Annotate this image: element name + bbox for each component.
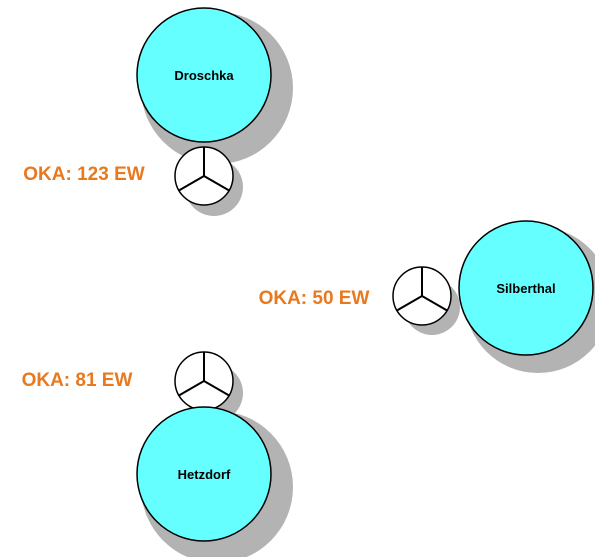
plant-silberthal: OKA: 50 EW — [259, 266, 460, 335]
town-label-droschka: Droschka — [174, 68, 234, 83]
treatment-plant-icon — [174, 146, 234, 206]
plant-spoke — [203, 380, 230, 397]
town-droschka: Droschka — [136, 7, 293, 164]
town-hetzdorf: Hetzdorf — [136, 406, 293, 557]
town-circle — [136, 7, 272, 143]
plant-spoke — [396, 295, 423, 312]
plant-droschka: OKA: 123 EW — [23, 146, 243, 216]
oka-label-droschka: OKA: 123 EW — [23, 164, 144, 185]
town-label-silberthal: Silberthal — [496, 281, 555, 296]
town-circle — [136, 406, 272, 542]
oka-label-silberthal: OKA: 50 EW — [259, 288, 370, 309]
plant-spoke — [203, 175, 230, 192]
oka-label-hetzdorf: OKA: 81 EW — [22, 370, 133, 391]
town-silberthal: Silberthal — [458, 220, 595, 373]
plant-spoke — [178, 380, 205, 397]
plant-spoke — [421, 295, 448, 312]
treatment-plant-icon — [392, 266, 452, 326]
plant-hetzdorf: OKA: 81 EW — [22, 351, 243, 422]
treatment-plant-icon — [174, 351, 234, 411]
town-label-hetzdorf: Hetzdorf — [178, 467, 231, 482]
plant-spoke — [178, 175, 205, 192]
town-circle — [458, 220, 594, 356]
